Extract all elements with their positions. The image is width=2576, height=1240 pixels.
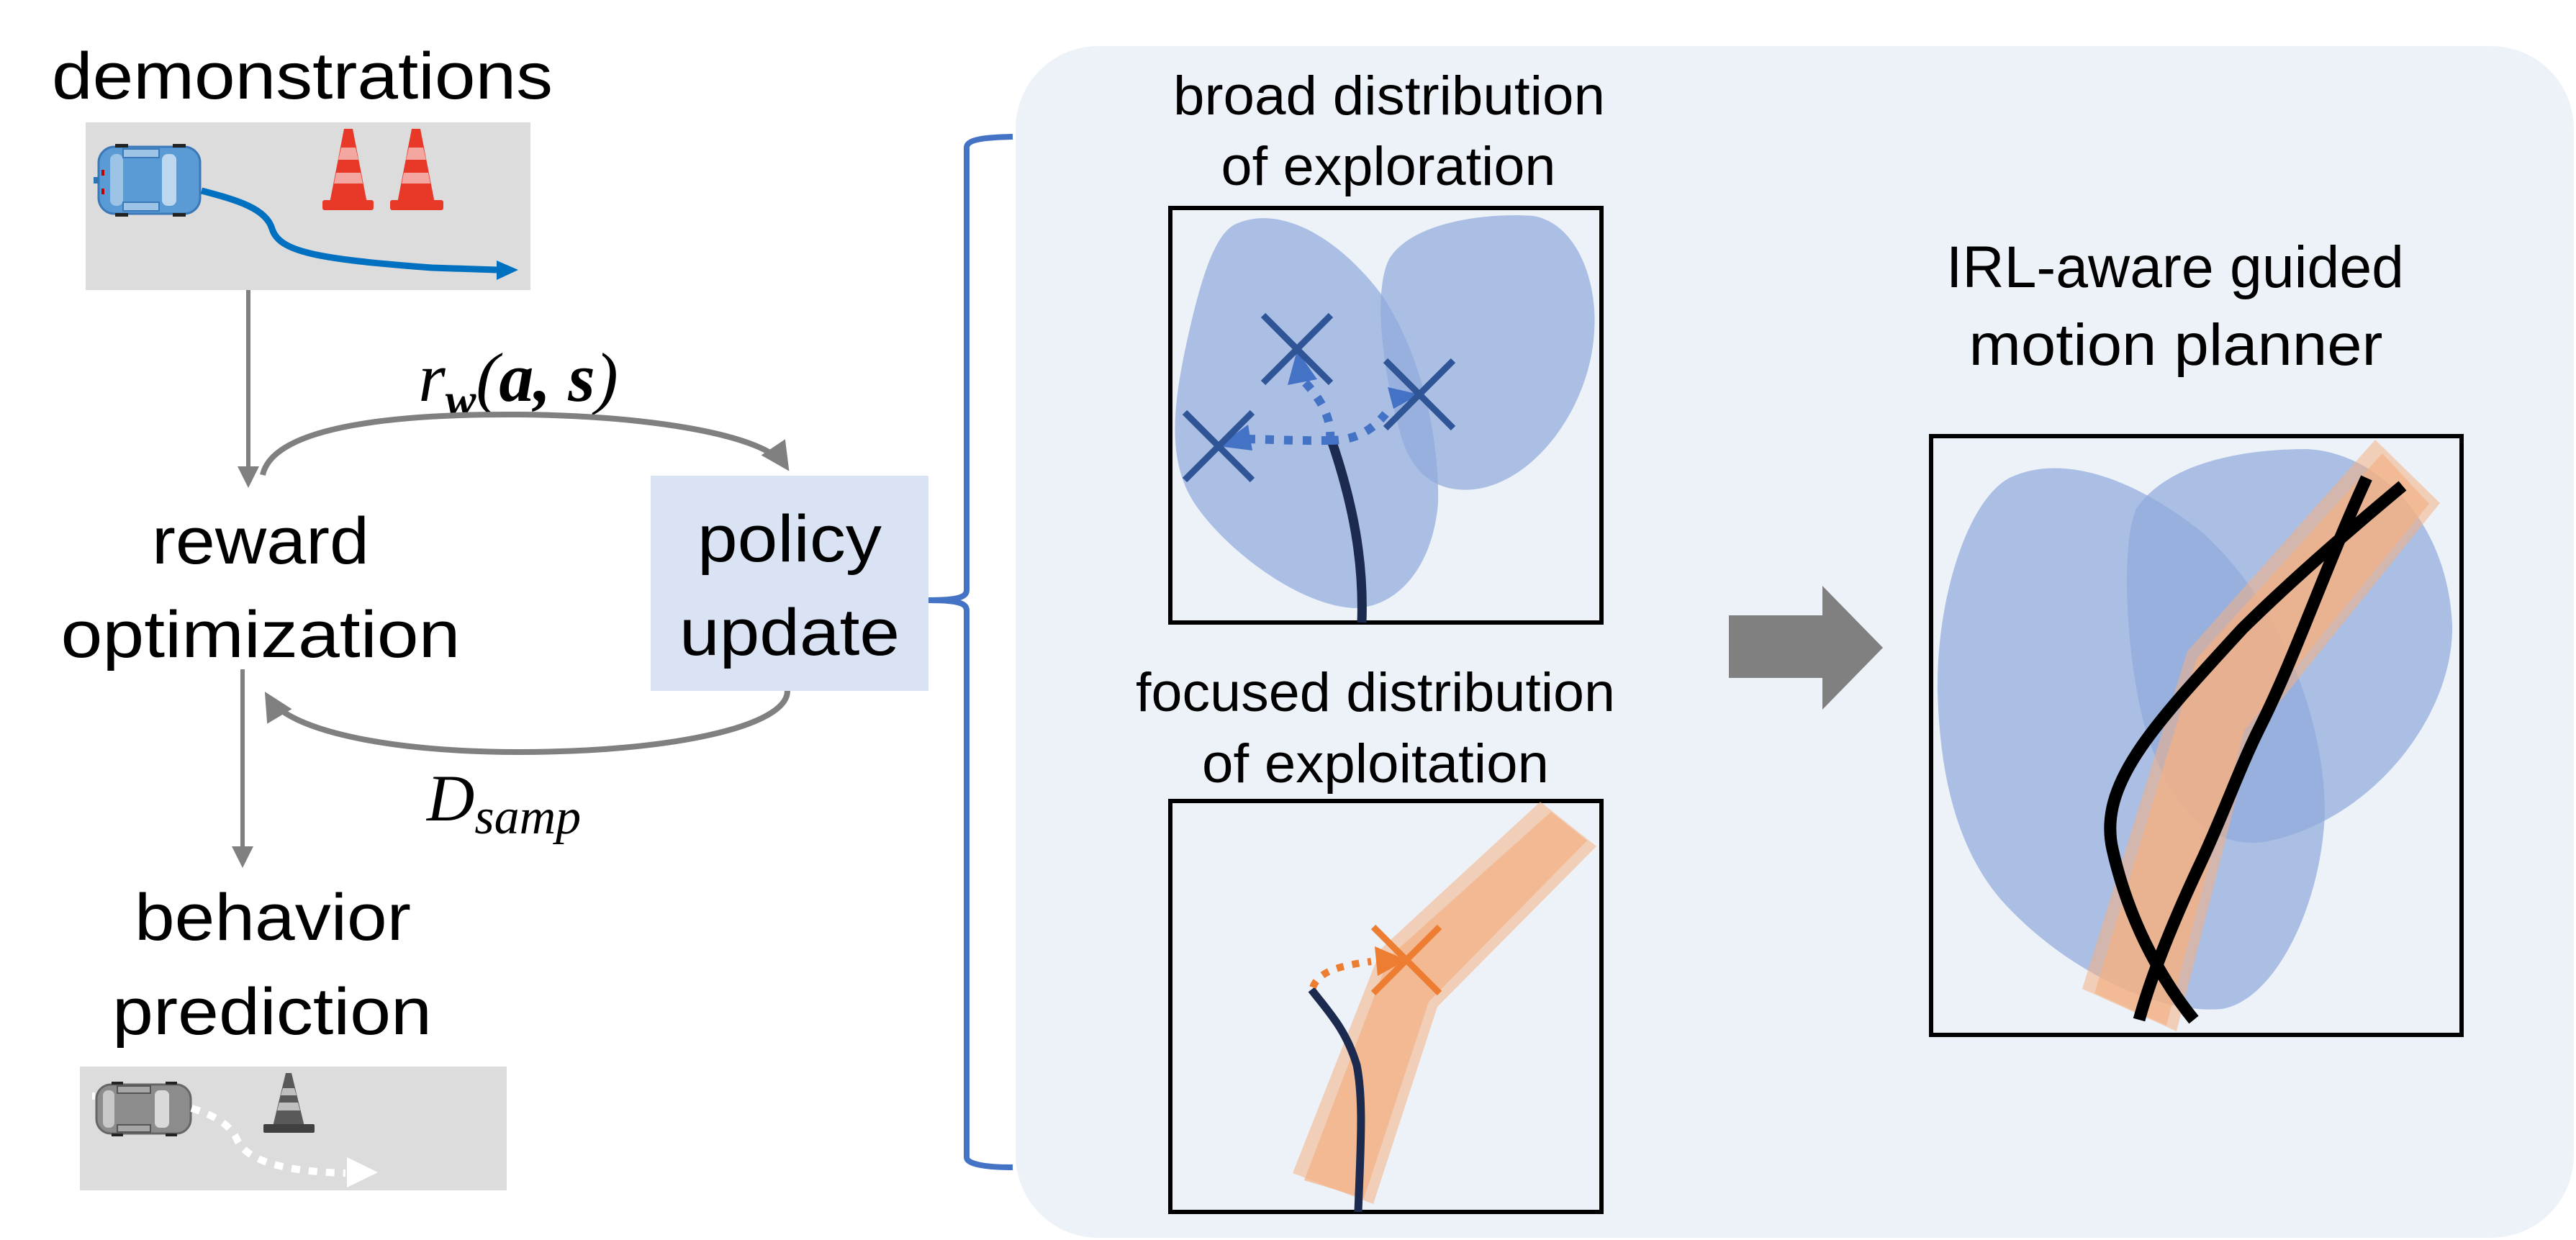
- transition-arrow-icon: [1729, 586, 1883, 710]
- planner-plot: [1929, 434, 2464, 1037]
- exploration-sample-arrow: [1329, 411, 1389, 445]
- trajectory-arrowhead: [497, 261, 518, 280]
- exploitation-distribution-band: [1304, 812, 1587, 1198]
- exploitation-title-line2: of exploitation: [1202, 733, 1549, 795]
- sample-marker-icon: [1370, 924, 1442, 996]
- flow-arrow-policy-to-reward: [264, 690, 790, 756]
- demonstrations-scene: [86, 122, 530, 290]
- exploration-sample-arrowhead: [1219, 425, 1252, 451]
- traffic-cone-icon: [390, 129, 443, 210]
- exploration-title-line1: broad distribution: [1173, 65, 1605, 127]
- exploitation-sample-arrow: [1309, 958, 1372, 990]
- planner-title-line1: IRL-aware guided: [1946, 235, 2404, 300]
- gray-car-icon: [95, 1082, 192, 1136]
- current-trajectory: [1308, 987, 1365, 1213]
- planned-trajectory: [2133, 475, 2372, 1022]
- exploration-title-line2: of exploration: [1221, 136, 1556, 197]
- behavior-prediction-label-line2: prediction: [112, 975, 432, 1049]
- sampled-data-label: Dsamp: [425, 761, 581, 845]
- traffic-cone-icon: [263, 1073, 315, 1133]
- sample-marker-icon: [1260, 312, 1334, 386]
- exploitation-sample-arrowhead: [1375, 946, 1406, 976]
- reward-optimization-label-line1: reward: [152, 504, 369, 578]
- sample-marker-icon: [1182, 409, 1255, 483]
- exploration-plot: [1168, 206, 1604, 625]
- prediction-scene: [80, 1067, 507, 1190]
- sample-marker-icon: [1383, 358, 1456, 431]
- policy-update-node: policy update: [651, 476, 928, 691]
- current-trajectory: [1327, 438, 1367, 623]
- traffic-cone-icon: [322, 129, 374, 210]
- demonstration-trajectory: [200, 187, 497, 273]
- planned-trajectory: [2104, 481, 2407, 1024]
- exploration-sample-arrowhead: [1288, 350, 1317, 385]
- exploration-distribution-blob: [1380, 215, 1595, 490]
- exploration-sample-arrow: [1301, 378, 1335, 441]
- predicted-trajectory-arrowhead: [347, 1157, 378, 1187]
- reward-function-label: rw(a, s): [418, 339, 618, 425]
- exploitation-plot: [1168, 799, 1604, 1214]
- svg-text:rw(a, s): rw(a, s): [418, 339, 618, 425]
- exploitation-title-line1: focused distribution: [1136, 662, 1615, 723]
- reward-optimization-label-line2: optimization: [61, 598, 461, 671]
- policy-update-box: [651, 476, 928, 691]
- demonstrations-label: demonstrations: [52, 40, 553, 113]
- policy-update-label-line2: update: [679, 596, 900, 669]
- blue-car-icon: [94, 144, 202, 217]
- flow-arrow-reward-to-policy: [260, 411, 790, 476]
- grouping-brace: [928, 134, 1013, 1170]
- exploration-distribution-blob: [1175, 218, 1439, 608]
- planner-title-line2: motion planner: [1969, 312, 2383, 378]
- planner-guidance-band: [2094, 453, 2429, 1026]
- policy-update-label-line1: policy: [697, 502, 882, 576]
- exploration-sample-arrowhead: [1388, 387, 1419, 409]
- behavior-prediction-label-line1: behavior: [135, 881, 411, 954]
- svg-text:Dsamp: Dsamp: [425, 761, 581, 845]
- predicted-trajectory: [92, 1092, 346, 1177]
